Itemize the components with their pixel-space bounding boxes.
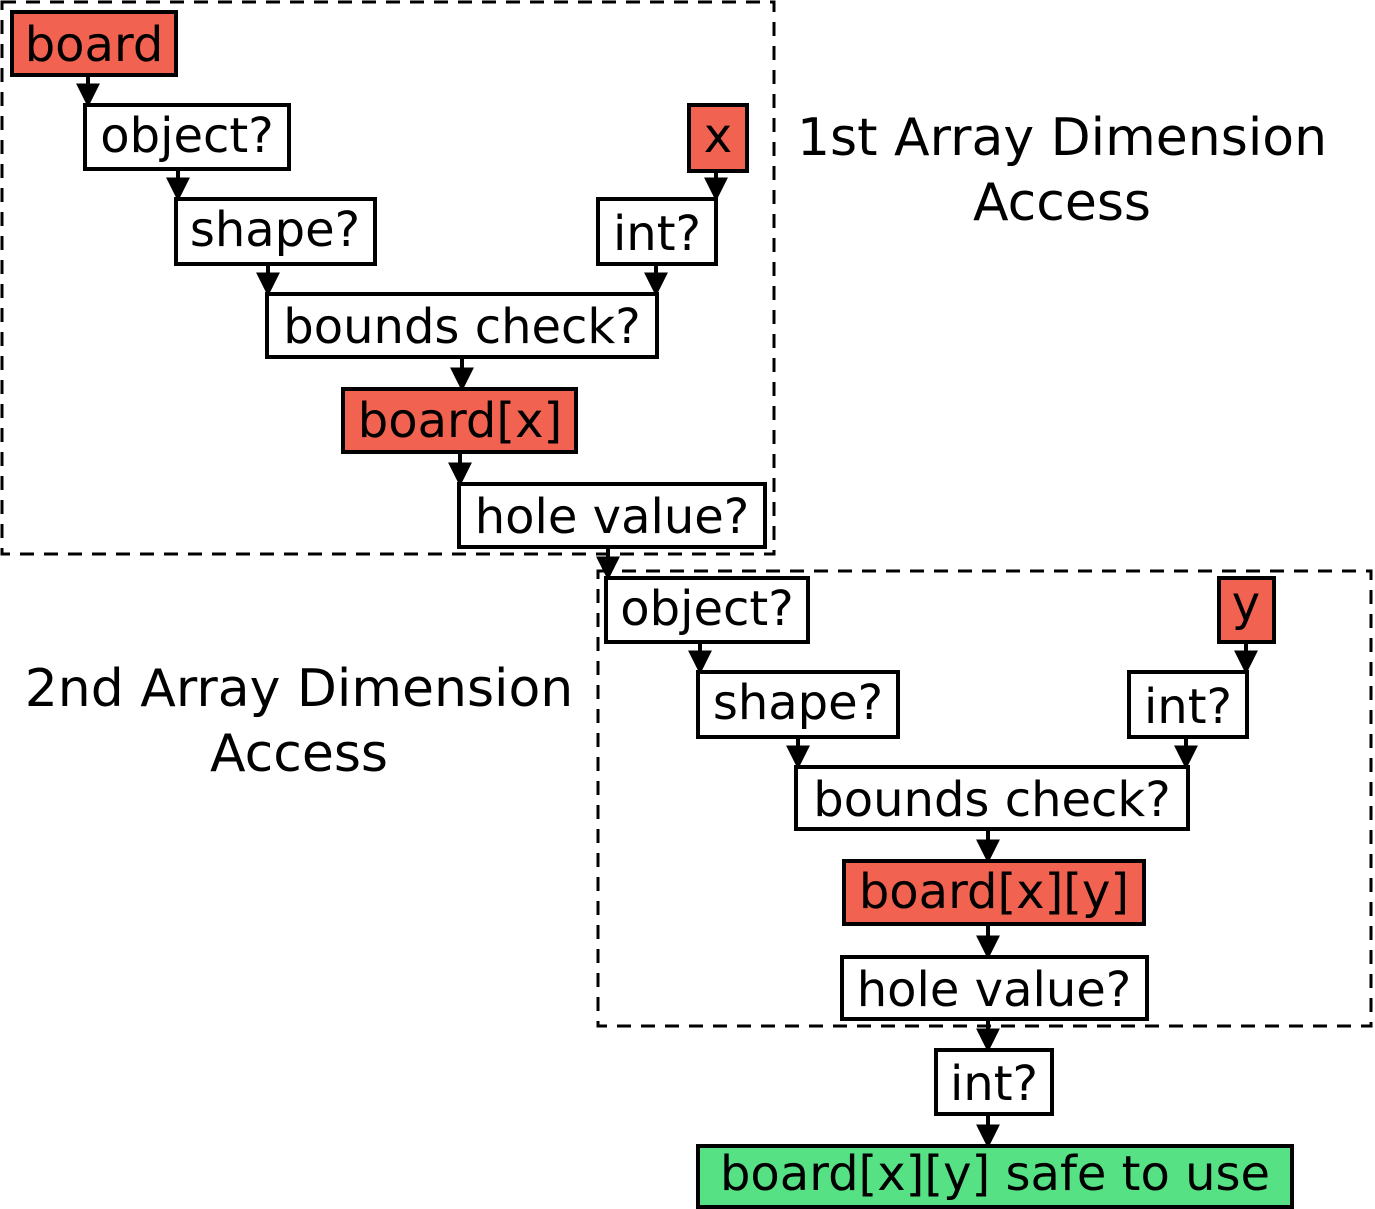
- hole-value-check-node-2: hole value?: [840, 955, 1149, 1021]
- int-check-node-y-box: [1127, 670, 1249, 739]
- board-node-box: [10, 10, 178, 77]
- hole-value-check-node-2-label: hole value?: [857, 962, 1132, 1018]
- hole-value-check-node-1: hole value?: [457, 482, 767, 549]
- shape-check-node-2-box: [696, 670, 900, 739]
- hole-value-check-node-2-box: [840, 955, 1149, 1021]
- int-check-node-final-label: int?: [950, 1056, 1038, 1112]
- board-x-node: board[x]: [341, 387, 578, 454]
- shape-check-node-2: shape?: [696, 670, 900, 739]
- safe-to-use-node: board[x][y] safe to use: [696, 1144, 1294, 1209]
- bounds-check-node-1: bounds check?: [265, 292, 659, 359]
- int-check-node-x-label: int?: [613, 206, 701, 262]
- safe-to-use-node-label: board[x][y] safe to use: [720, 1146, 1270, 1202]
- int-check-node-x-box: [596, 197, 718, 266]
- object-check-node-2-box: [604, 576, 810, 644]
- first-dimension-label-line1: 1st Array Dimension: [797, 108, 1327, 168]
- board-xy-node-box: [842, 859, 1146, 926]
- safe-to-use-node-box: [696, 1144, 1294, 1209]
- first-dimension-label-line2: Access: [973, 173, 1151, 233]
- bounds-check-node-2-box: [794, 765, 1190, 831]
- int-check-node-final-box: [934, 1048, 1054, 1116]
- object-check-node-1-box: [83, 103, 291, 171]
- x-node-label: x: [704, 108, 732, 164]
- first-dimension-region: [0, 0, 776, 556]
- shape-check-node-1-box: [174, 197, 377, 266]
- y-node-box: [1217, 576, 1276, 644]
- board-x-node-label: board[x]: [358, 393, 562, 449]
- shape-check-node-1-label: shape?: [190, 202, 360, 258]
- x-node: x: [687, 103, 749, 173]
- y-node: y: [1217, 576, 1276, 644]
- object-check-node-2: object?: [604, 576, 810, 644]
- int-check-node-x: int?: [596, 197, 718, 266]
- bounds-check-node-1-box: [265, 292, 659, 359]
- hole-value-check-node-1-label: hole value?: [475, 489, 750, 545]
- second-dimension-label-line1: 2nd Array Dimension: [25, 659, 574, 719]
- board-xy-node: board[x][y]: [842, 859, 1146, 926]
- int-check-node-final: int?: [934, 1048, 1054, 1116]
- object-check-node-2-label: object?: [620, 581, 793, 637]
- int-check-node-y: int?: [1127, 670, 1249, 739]
- bounds-check-node-2: bounds check?: [794, 765, 1190, 831]
- board-xy-node-label: board[x][y]: [859, 864, 1129, 920]
- hole-value-check-node-1-box: [457, 482, 767, 549]
- bounds-check-node-1-label: bounds check?: [283, 299, 640, 355]
- shape-check-node-2-label: shape?: [713, 675, 883, 731]
- shape-check-node-1: shape?: [174, 197, 377, 266]
- second-dimension-label-line2: Access: [210, 724, 388, 784]
- bounds-check-node-2-label: bounds check?: [813, 772, 1170, 828]
- x-node-box: [687, 103, 749, 173]
- second-dimension-region: [596, 569, 1373, 1028]
- y-node-label: y: [1232, 576, 1260, 632]
- board-node: board: [10, 10, 178, 77]
- int-check-node-y-label: int?: [1144, 679, 1232, 735]
- object-check-node-1-label: object?: [100, 108, 273, 164]
- board-x-node-box: [341, 387, 578, 454]
- board-node-label: board: [25, 17, 164, 73]
- object-check-node-1: object?: [83, 103, 291, 171]
